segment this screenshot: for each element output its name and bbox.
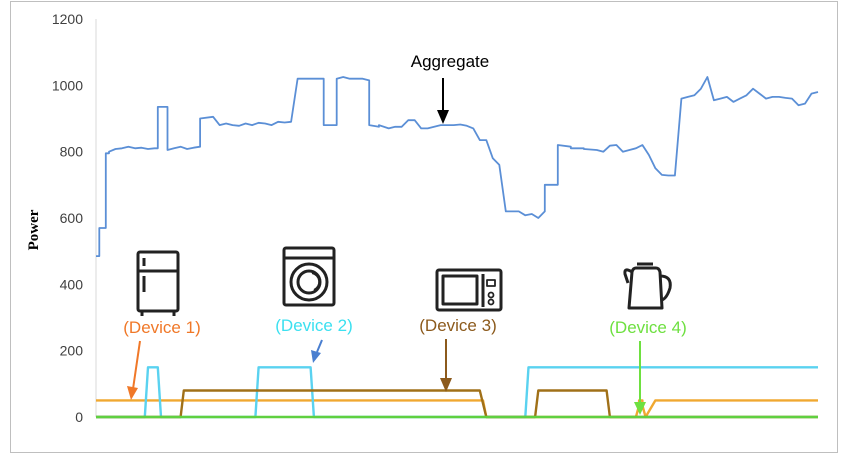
y-tick-label: 1000 (52, 77, 83, 93)
y-tick-label: 0 (75, 409, 83, 425)
series-line-device-3 (96, 389, 818, 419)
device-4-arrow (634, 341, 646, 415)
device-2-label: (Device 2) (275, 316, 352, 335)
aggregate-label: Aggregate (411, 52, 489, 71)
y-tick-label: 800 (60, 144, 84, 160)
y-tick-label: 400 (60, 276, 84, 292)
device-4-label: (Device 4) (609, 318, 686, 337)
y-tick-label: 600 (60, 210, 84, 226)
device-3-arrow (440, 339, 452, 392)
series-group (96, 76, 819, 419)
aggregate-arrow (437, 78, 449, 124)
y-tick-label: 1200 (52, 11, 83, 27)
washing-machine-icon (282, 246, 336, 307)
series-line-device-2 (96, 366, 818, 419)
y-axis-label: Power (26, 209, 42, 250)
device-1-arrow (127, 340, 141, 400)
refrigerator-icon (136, 250, 180, 316)
series-line-device-1 (96, 399, 818, 419)
y-tick-label: 200 (60, 343, 84, 359)
y-axis: 0 200 400 600 800 1000 1200 (52, 11, 97, 425)
microwave-icon (435, 268, 503, 312)
series-line-aggregate (96, 76, 819, 258)
device-2-arrow (311, 339, 323, 363)
kettle-icon (623, 262, 672, 310)
device-3-label: (Device 3) (419, 316, 496, 335)
device-1-label: (Device 1) (123, 318, 200, 337)
